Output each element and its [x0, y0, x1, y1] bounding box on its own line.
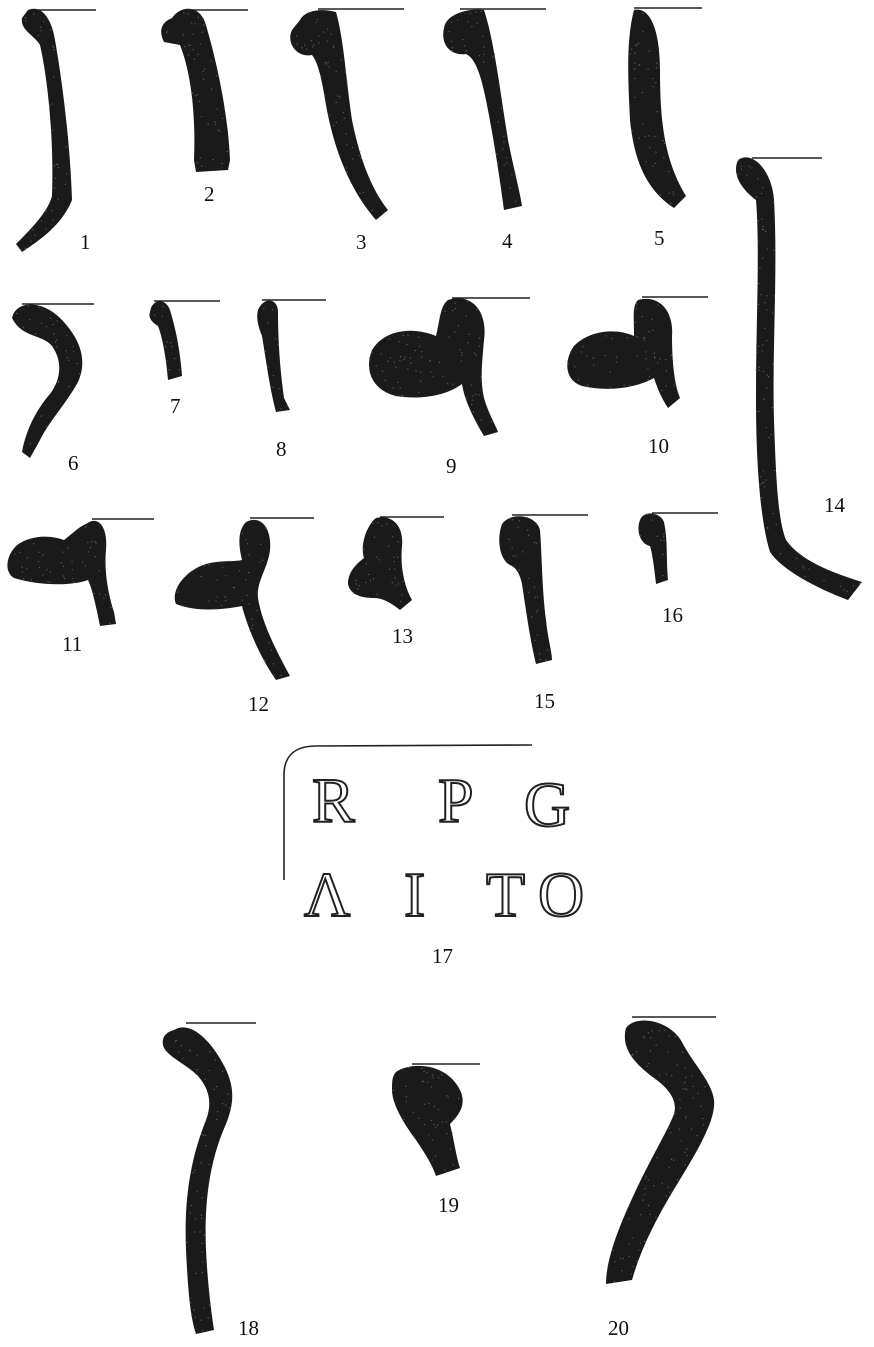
figure-label-7: 7 — [170, 394, 181, 418]
figure-label-9: 9 — [446, 454, 457, 478]
figure-label-8: 8 — [276, 437, 287, 461]
figure-label-3: 3 — [356, 230, 367, 254]
rim-profile-9: 9 — [369, 298, 530, 478]
rim-texture — [737, 160, 860, 593]
rim-profile-18: 18 — [163, 1023, 259, 1340]
figure-label-12: 12 — [248, 692, 269, 716]
figure-label-10: 10 — [648, 434, 669, 458]
rim-profile-7: 7 — [149, 301, 220, 418]
rim-profile-15: 15 — [499, 515, 588, 713]
rim-profile-2: 2 — [161, 9, 248, 206]
stamp-drawing: R P G Λ Ι Τ Ο 17 — [284, 745, 584, 968]
stamp-letter-g: G — [524, 769, 570, 840]
stamp-letter-omicron: Ο — [538, 859, 584, 930]
rim-profile-10: 10 — [567, 297, 708, 458]
rim-profile-12: 12 — [175, 518, 314, 716]
stamp-letter-r: R — [312, 765, 355, 836]
figure-label-14: 14 — [824, 493, 846, 517]
figure-label-15: 15 — [534, 689, 555, 713]
rim-profile-11: 11 — [7, 519, 154, 656]
figure-label-11: 11 — [62, 632, 82, 656]
figure-label-18: 18 — [238, 1316, 259, 1340]
figure-label-20: 20 — [608, 1316, 629, 1340]
figure-label-19: 19 — [438, 1193, 459, 1217]
rim-profile-5: 5 — [628, 8, 702, 250]
rim-profile-14: 14 — [736, 157, 862, 600]
rim-profile-19: 19 — [392, 1064, 480, 1217]
figure-label-5: 5 — [654, 226, 665, 250]
figure-label-6: 6 — [68, 451, 79, 475]
rim-profile-8: 8 — [257, 300, 326, 461]
rim-profile-16: 16 — [638, 513, 718, 627]
rim-profile-13: 13 — [348, 517, 444, 648]
rim-profile-20: 20 — [606, 1017, 716, 1340]
stamp-letter-p: P — [438, 765, 474, 836]
rim-profile-4: 4 — [443, 9, 546, 253]
stamp-letter-lambda: Λ — [304, 859, 350, 930]
rim-profile-6: 6 — [12, 304, 94, 475]
figure-label-4: 4 — [502, 229, 513, 253]
figure-label-2: 2 — [204, 182, 215, 206]
figure-label-13: 13 — [392, 624, 413, 648]
figure-label-17: 17 — [432, 944, 453, 968]
rim-profile-3: 3 — [290, 9, 404, 254]
figure-label-1: 1 — [80, 230, 91, 254]
rim-profile-1: 1 — [16, 9, 96, 254]
stamp-letter-iota: Ι — [404, 859, 425, 930]
figure-label-16: 16 — [662, 603, 683, 627]
stamp-letter-tau: Τ — [486, 859, 525, 930]
